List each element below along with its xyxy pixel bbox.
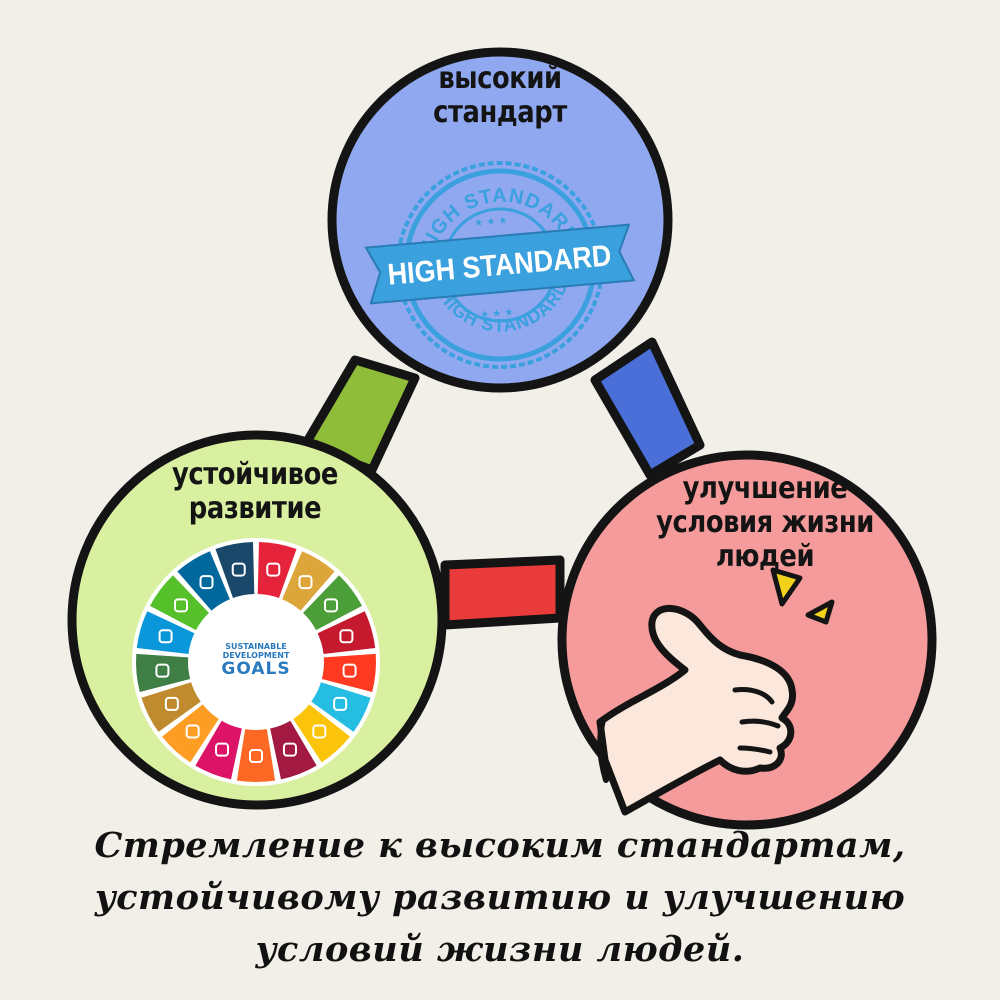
node-top-label-line: высокий xyxy=(438,61,562,96)
sdg-line-sustainable: SUSTAINABLE xyxy=(225,642,287,651)
sdg-wheel xyxy=(132,538,380,786)
sdg-wheel-segment xyxy=(141,682,201,732)
caption-line: Стремление к высоким стандартам, xyxy=(94,825,906,866)
sdg-wheel-segment xyxy=(257,542,297,598)
sdg-wheel-segment xyxy=(195,720,242,780)
sdg-wheel-segment xyxy=(149,575,209,631)
sdg-logo-text: SUSTAINABLE DEVELOPMENT GOALS xyxy=(208,642,304,679)
sdg-goal-icon xyxy=(339,629,354,644)
sdg-wheel-segment xyxy=(162,704,219,763)
node-left-label: устойчивое развитие xyxy=(156,458,354,526)
caption-line: условий жизни людей. xyxy=(255,929,745,970)
sdg-wheel-segment xyxy=(282,551,335,611)
sdg-goal-icon xyxy=(282,742,297,757)
sdg-wheel-segment xyxy=(136,653,191,692)
node-right-label-line: людей xyxy=(715,539,815,574)
sdg-goal-icon xyxy=(173,598,188,613)
sdg-wheel-segment xyxy=(303,575,363,631)
sparkle-marks xyxy=(770,567,835,625)
caption: Стремление к высоким стандартам, устойчи… xyxy=(40,820,960,976)
sdg-wheel-segment xyxy=(321,653,376,692)
node-top-label-line: стандарт xyxy=(433,95,567,130)
sdg-goal-icon xyxy=(155,663,170,678)
svg-text:★ ★ ★: ★ ★ ★ xyxy=(480,307,514,321)
sdg-goal-icon xyxy=(312,724,327,739)
sdg-wheel-center xyxy=(190,596,322,728)
sdg-goal-icon xyxy=(266,562,281,577)
node-left-label-line: устойчивое xyxy=(172,457,338,492)
node-left-label-line: развитие xyxy=(188,491,322,526)
sdg-wheel-segment xyxy=(270,720,317,780)
sdg-wheel-segment xyxy=(293,704,350,763)
sdg-wheel-segment xyxy=(177,551,230,611)
thumbs-up-icon xyxy=(596,604,797,816)
sdg-goal-icon xyxy=(158,629,173,644)
connector-top-right xyxy=(590,337,705,480)
sdg-line-development: DEVELOPMENT xyxy=(222,651,290,660)
node-right-label: улучшение условия жизни людей xyxy=(623,472,907,574)
sdg-line-goals: GOALS xyxy=(221,659,291,679)
sdg-wheel-segment xyxy=(311,682,371,732)
sdg-goal-icon xyxy=(215,742,230,757)
sdg-goal-icon xyxy=(199,575,214,590)
node-top-label: высокий стандарт xyxy=(401,62,599,130)
sdg-wheel-segment xyxy=(215,542,255,598)
high-standard-stamp: HIGH STANDARD HIGH STANDARD ★ ★ ★ ★ ★ ★ … xyxy=(364,161,636,369)
sdg-goal-icon xyxy=(324,598,339,613)
node-right-label-line: улучшение xyxy=(682,471,848,506)
sdg-goal-icon xyxy=(231,562,246,577)
sdg-wheel-segment xyxy=(317,611,376,655)
sdg-wheel-segment xyxy=(236,729,276,783)
svg-text:★ ★ ★: ★ ★ ★ xyxy=(474,215,508,229)
sdg-goal-icon xyxy=(342,663,357,678)
sdg-goal-icon xyxy=(333,696,348,711)
connector-left-right xyxy=(440,555,565,630)
stamp-stars: ★ ★ ★ ★ ★ ★ xyxy=(474,215,514,321)
node-right-label-line: условия жизни xyxy=(656,505,874,540)
sdg-goal-icon xyxy=(298,575,313,590)
sdg-goal-icon xyxy=(164,696,179,711)
sdg-goal-icon xyxy=(185,724,200,739)
caption-line: устойчивому развитию и улучшению xyxy=(94,877,906,918)
sdg-wheel-segment xyxy=(136,611,195,655)
sdg-goal-icon xyxy=(249,749,263,763)
